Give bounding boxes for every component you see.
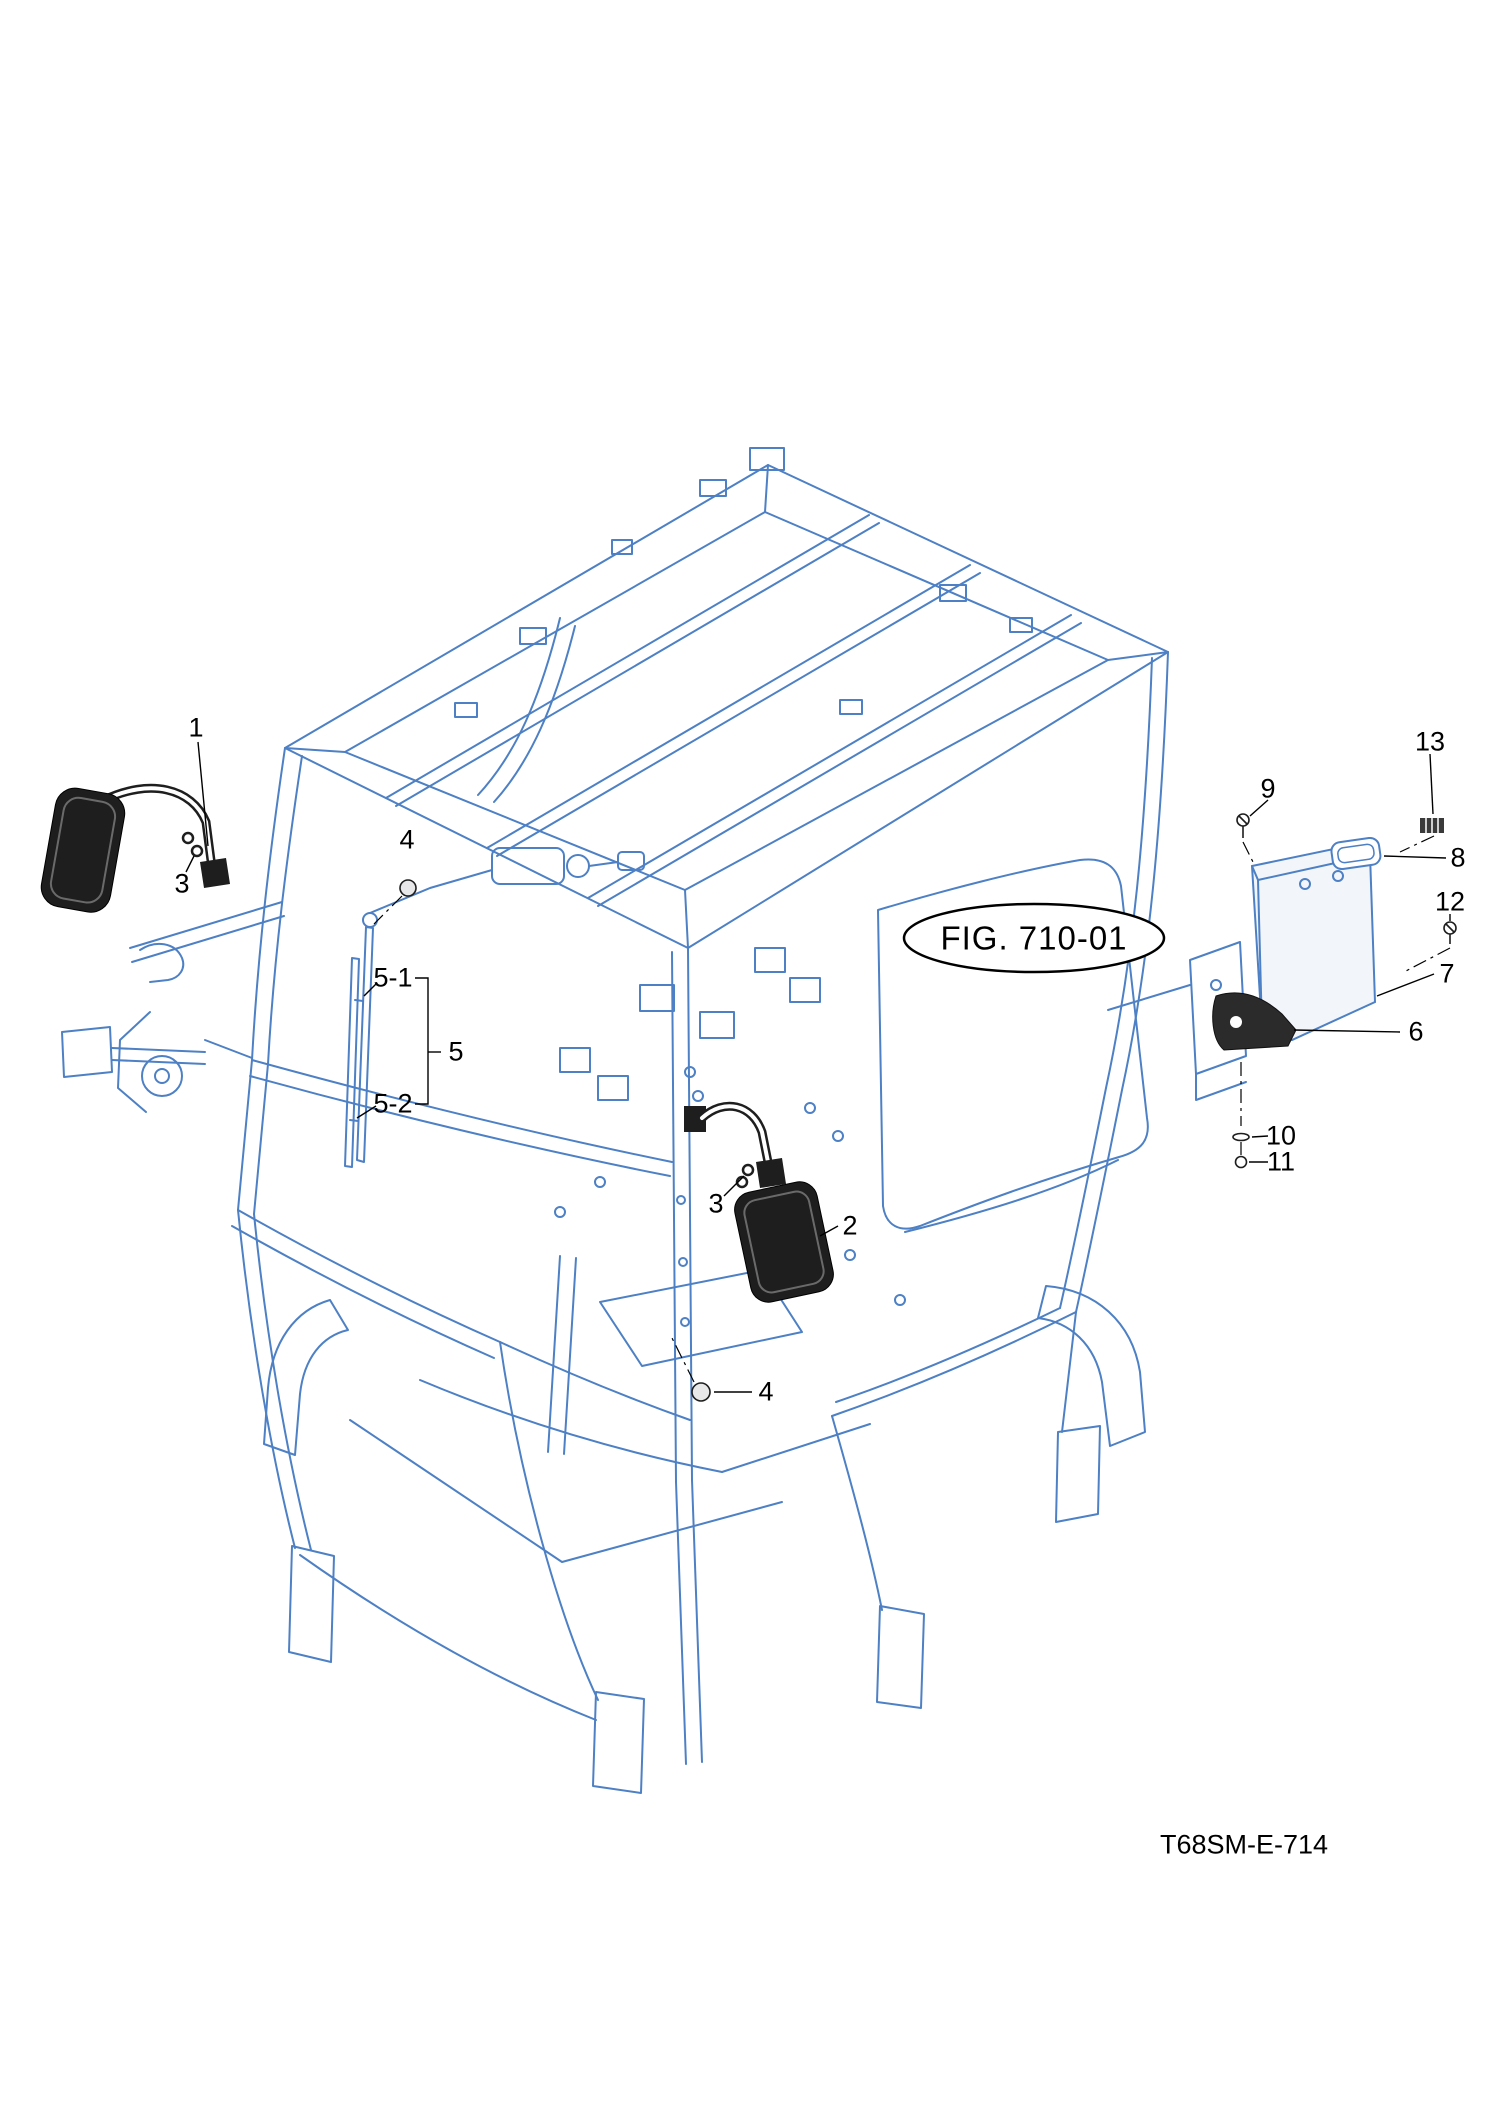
callout-part-1: 1 <box>188 712 204 743</box>
connector-13 <box>1420 818 1444 833</box>
figure-reference-label: FIG. 710-01 <box>940 919 1128 957</box>
mirror-2-bolt <box>735 1175 749 1189</box>
callout-leaders <box>185 741 1451 1393</box>
callout-part-12: 12 <box>1434 886 1466 917</box>
mirror-2-clamp <box>756 1158 786 1188</box>
mirror-1-bolt <box>190 844 204 858</box>
callout-part-5: 5 <box>448 1036 464 1067</box>
callout-part-9: 9 <box>1260 773 1276 804</box>
screw-9 <box>1236 813 1250 838</box>
centerlines <box>373 835 1451 1383</box>
plug-4-top <box>399 879 417 897</box>
lamp-unit-8 <box>1330 836 1382 871</box>
plug-4-bottom <box>691 1382 711 1402</box>
callout-part-3-rear: 3 <box>708 1188 724 1219</box>
callout-part-5-1: 5-1 <box>373 962 413 993</box>
callout-part-8: 8 <box>1450 842 1466 873</box>
document-code: T68SM-E-714 <box>1159 1829 1329 1860</box>
mirror-2 <box>684 1101 834 1303</box>
mirror-1-head <box>40 787 126 913</box>
callout-part-3-front: 3 <box>174 868 190 899</box>
mirror-2-pillar-clamp <box>684 1106 706 1132</box>
screw-12 <box>1443 921 1457 944</box>
callout-part-4-bottom: 4 <box>758 1376 774 1407</box>
callout-part-5-2: 5-2 <box>373 1088 413 1119</box>
wiper-blade-5-2 <box>344 957 360 1168</box>
callout-part-6: 6 <box>1408 1016 1424 1047</box>
wiper-assembly <box>344 847 645 1168</box>
fig-reference-ellipse <box>902 902 1166 974</box>
callout-part-13: 13 <box>1414 726 1446 757</box>
callout-part-2: 2 <box>842 1210 858 1241</box>
mirror-2-head <box>734 1181 834 1303</box>
wiper-pivot <box>362 912 378 928</box>
callout-part-10: 10 <box>1265 1120 1297 1151</box>
mirror-1 <box>40 783 230 913</box>
callout-part-4-top: 4 <box>399 824 415 855</box>
mirror-1-bolt <box>181 831 195 845</box>
mirror-2-bolt <box>741 1163 755 1177</box>
cover-assembly <box>1212 813 1457 1169</box>
mirror-1-clamp <box>200 858 230 888</box>
wiper-arm-5-1 <box>356 926 374 1163</box>
cab-frame-drawing <box>61 447 1247 1794</box>
callout-part-7: 7 <box>1439 958 1455 989</box>
nut-11 <box>1234 1155 1248 1169</box>
washer-10 <box>1232 1132 1250 1142</box>
wiper-motor <box>491 847 565 885</box>
callout-part-11: 11 <box>1266 1146 1296 1177</box>
